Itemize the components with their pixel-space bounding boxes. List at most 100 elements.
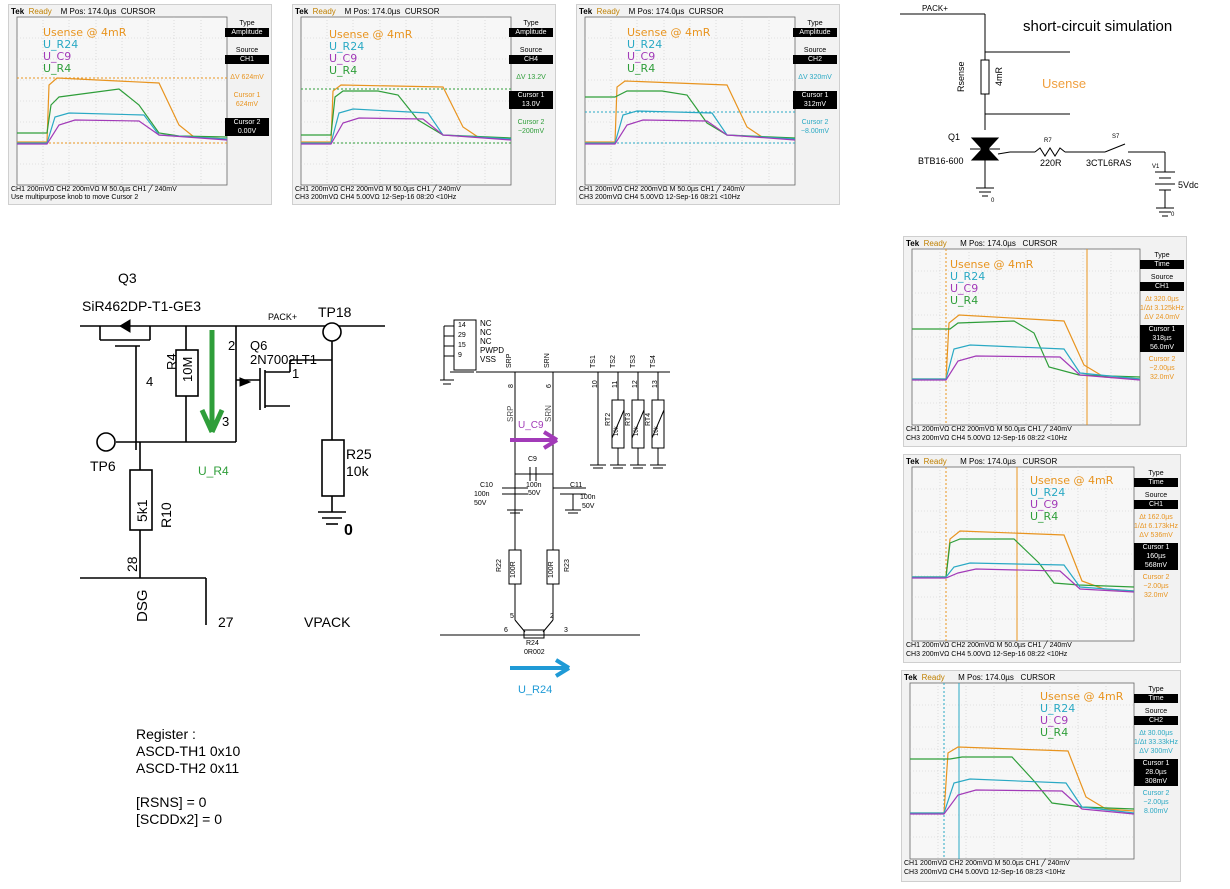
scope-footer: CH1 200mVΩ CH2 200mVΩ M 50.0µs CH1 ╱ 240… [904, 860, 1070, 867]
tp18-label: TP18 [318, 304, 352, 320]
pin-1-label: 1 [292, 366, 300, 381]
r4-label: R4 [164, 353, 179, 370]
pin-4-label: 4 [146, 374, 154, 389]
s7-label: S7 [1112, 134, 1120, 140]
ts2-pin-name: TS2 [610, 355, 617, 368]
scope-waveforms [16, 16, 228, 186]
c11-voltage: 50V [582, 503, 595, 510]
pin-28-label: 28 [124, 556, 140, 572]
simulation-title: short-circuit simulation [1023, 18, 1173, 35]
rt3-label: RT3 [625, 412, 632, 426]
pin-3-label: 3 [564, 627, 568, 634]
r23-label: R23 [564, 559, 571, 572]
ts1-pin-name: TS1 [590, 355, 597, 368]
srp-net-label: SRP [506, 405, 515, 422]
rsense-value: 4mR [994, 66, 1004, 86]
u-c9-label: U_C9 [518, 420, 544, 431]
c11-label: C11 [570, 482, 583, 489]
scope-header: Tek Ready M Pos: 174.0µs CURSOR [295, 7, 440, 16]
usense-label: Usense [1042, 76, 1087, 91]
protection-schematic-lines [80, 319, 385, 625]
pin-13-label: 13 [652, 380, 659, 388]
scope-header: Tek Ready M Pos: 174.0µs CURSOR [906, 457, 1058, 466]
scope-header: Tek Ready M Pos: 174.0µs CURSOR [11, 7, 156, 16]
r24-value: 0R002 [524, 649, 545, 656]
scope-waveforms [584, 16, 796, 186]
scope-header: Tek Ready M Pos: 174.0µs CURSOR [904, 673, 1056, 682]
ground-label: 0 [344, 522, 353, 539]
c10-value: 100n [474, 491, 490, 498]
r22-label: R22 [496, 559, 503, 572]
scope-footer: CH3 200mVΩ CH4 5.00VΩ 12-Sep-16 08:22 <1… [906, 435, 1068, 442]
c10-label: C10 [480, 482, 493, 489]
scope-waveforms [909, 682, 1135, 860]
srp-pin-name: SRP [506, 353, 513, 368]
r7-value: 220R [1040, 158, 1062, 168]
pin-8-label: 8 [508, 384, 515, 388]
q6-label: Q6 [250, 338, 268, 353]
v1-value: 5Vdc [1178, 180, 1199, 190]
r25-label: R25 [346, 446, 372, 462]
srn-pin-name: SRN [544, 353, 551, 368]
register-line: Register : [136, 726, 196, 742]
rt4-label: RT4 [645, 412, 652, 426]
r22-value: 100R [510, 561, 517, 578]
pin-2-label: 2 [228, 338, 236, 353]
simulation-schematic: short-circuit simulation PACK+ Rsense 4m… [890, 0, 1230, 225]
scope-screenshot-4: Tek Ready M Pos: 174.0µs CURSOR Usense @… [903, 236, 1187, 447]
srn-net-label: SRN [544, 405, 553, 422]
pin-5-label: 5 [510, 613, 514, 620]
register-line [136, 777, 240, 794]
v1-label: V1 [1152, 164, 1160, 170]
scope-footer: Use multipurpose knob to move Cursor 2 [11, 194, 139, 201]
ts3-pin-name: TS3 [630, 355, 637, 368]
c9-voltage: 50V [528, 490, 541, 497]
s7-value: 3CTL6RAS [1086, 158, 1132, 168]
scope-header: Tek Ready M Pos: 174.0µs CURSOR [579, 7, 724, 16]
scope-footer: CH1 200mVΩ CH2 200mVΩ M 50.0µs CH1 ╱ 240… [295, 186, 461, 193]
ts4-pin-name: TS4 [650, 355, 657, 368]
register-settings: Register : ASCD-TH1 0x10 ASCD-TH2 0x11 [… [136, 726, 240, 828]
scope-footer: CH1 200mVΩ CH2 200mVΩ M 50.0µs CH1 ╱ 240… [11, 186, 177, 193]
scope-footer: CH1 200mVΩ CH2 200mVΩ M 50.0µs CH1 ╱ 240… [906, 642, 1072, 649]
register-line: [RSNS] = 0 [136, 794, 207, 810]
u-r4-label: U_R4 [198, 464, 229, 478]
pin-11-label: 11 [612, 380, 619, 388]
scope-screenshot-1: Tek Ready M Pos: 174.0µs CURSOR Usense @… [8, 4, 272, 205]
scope-footer: CH3 200mVΩ CH4 5.00VΩ 12-Sep-16 08:23 <1… [904, 869, 1066, 876]
r7-label: R7 [1044, 138, 1052, 144]
scope-screenshot-3: Tek Ready M Pos: 174.0µs CURSOR Usense @… [576, 4, 840, 205]
register-line: ASCD-TH2 0x11 [136, 760, 240, 776]
u-r24-label: U_R24 [518, 684, 553, 696]
q1-part: BTB16-600 [918, 156, 964, 166]
simulation-schematic-lines [900, 13, 1175, 217]
fuel-gauge-schematic-lines [440, 319, 670, 678]
r4-value: 10M [180, 356, 195, 382]
rt3-value: 10k [634, 426, 640, 436]
scope-footer: CH1 200mVΩ CH2 200mVΩ M 50.0µs CH1 ╱ 240… [906, 426, 1072, 433]
pack-plus-label: PACK+ [268, 312, 298, 322]
rt2-value: 10k [614, 426, 620, 436]
scope-footer: CH1 200mVΩ CH2 200mVΩ M 50.0µs CH1 ╱ 240… [579, 186, 745, 193]
r23-value: 100R [548, 561, 555, 578]
pin-27-label: 27 [218, 614, 234, 630]
vpack-label: VPACK [304, 614, 351, 630]
pack-plus-label: PACK+ [922, 4, 948, 13]
rt4-value: 10k [654, 426, 660, 436]
scope-footer: CH3 200mVΩ CH4 5.00VΩ 12-Sep-16 08:22 <1… [906, 651, 1068, 658]
scope-screenshot-5: Tek Ready M Pos: 174.0µs CURSOR Usense @… [903, 454, 1181, 663]
ground-label: 0 [1171, 212, 1175, 218]
register-line: [SCDDx2] = 0 [136, 811, 222, 827]
r10-value: 5k1 [134, 499, 150, 522]
